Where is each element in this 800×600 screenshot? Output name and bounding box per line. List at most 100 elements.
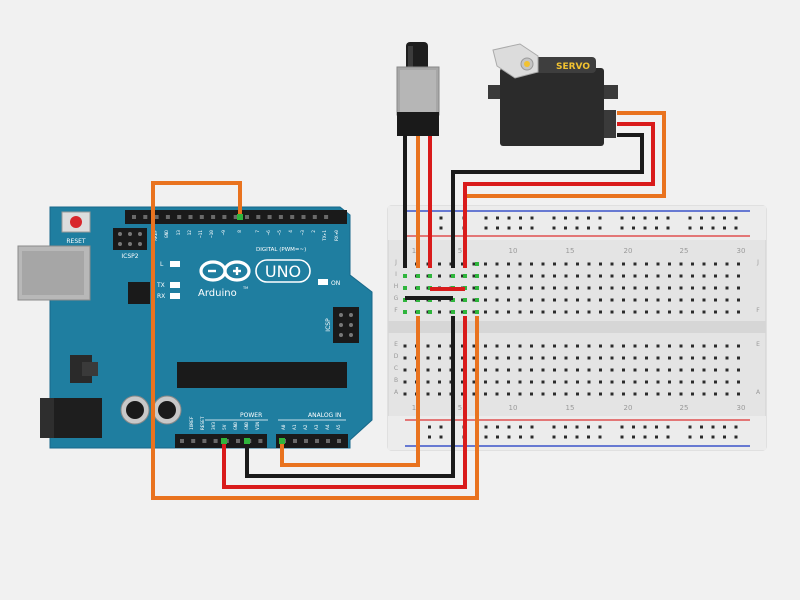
breadboard-hole (576, 344, 579, 348)
breadboard-hole (737, 298, 740, 302)
rail-hole (598, 435, 602, 439)
pin-label: 12 (187, 230, 193, 236)
header-pin (143, 215, 148, 219)
breadboard-hole (737, 262, 740, 266)
breadboard-hole (576, 368, 579, 372)
capacitor (120, 395, 150, 425)
connected-hole (463, 274, 467, 278)
breadboard-hole (495, 380, 499, 384)
rail-hole (734, 216, 738, 220)
row-letter: H (394, 283, 399, 290)
breadboard-hole (403, 356, 407, 360)
column-number: 5 (458, 404, 462, 412)
rail-hole (507, 425, 511, 429)
breadboard-hole (541, 286, 545, 290)
breadboard-hole (656, 368, 660, 372)
breadboard-hole (679, 380, 683, 384)
servo-motor: SERVO (488, 43, 618, 146)
breadboard-hole (725, 356, 729, 360)
breadboard-hole (656, 356, 660, 360)
breadboard-hole (495, 368, 499, 372)
header-pin (293, 439, 297, 443)
breadboard-hole (668, 274, 671, 278)
potentiometer-base (397, 112, 439, 136)
rail-hole (439, 435, 443, 439)
rail-hole (552, 425, 556, 429)
breadboard-hole (587, 274, 591, 278)
breadboard-hole (714, 262, 717, 266)
rail-hole (620, 226, 624, 230)
connected-hole (475, 286, 479, 290)
breadboard-hole (725, 344, 729, 348)
breadboard-hole (507, 274, 510, 278)
row-letter: F (756, 307, 760, 314)
breadboard-hole (702, 344, 706, 348)
breadboard-hole (599, 274, 602, 278)
header-pin (202, 439, 207, 443)
rail-hole (564, 216, 567, 220)
servo-black-wire (451, 133, 644, 268)
rail-hole (530, 216, 534, 220)
breadboard-hole (656, 274, 660, 278)
row-letter: B (394, 377, 398, 384)
breadboard-hole (484, 344, 487, 348)
breadboard-hole (438, 380, 441, 384)
breadboard-hole (461, 298, 464, 302)
breadboard-hole (622, 368, 625, 372)
breadboard-hole (518, 380, 522, 384)
breadboard-hole (702, 356, 706, 360)
breadboard-hole (507, 286, 510, 290)
breadboard-hole (472, 344, 476, 348)
breadboard-hole (610, 392, 614, 396)
breadboard-hole (702, 262, 706, 266)
breadboard-hole (461, 274, 464, 278)
rail-hole (507, 226, 511, 230)
breadboard-hole (495, 344, 499, 348)
pin-label: 5V (222, 424, 228, 430)
breadboard-hole (438, 368, 441, 372)
breadboard-hole (587, 368, 591, 372)
breadboard-hole (725, 368, 729, 372)
breadboard-hole (599, 262, 602, 266)
pin-label: ~9 (221, 230, 227, 236)
breadboard-hole (714, 274, 717, 278)
rail-hole (688, 226, 692, 230)
breadboard-hole (702, 286, 706, 290)
rail-hole (519, 226, 522, 230)
breadboard-hole (553, 286, 556, 290)
breadboard-hole (461, 262, 464, 266)
breadboard-hole (530, 286, 533, 290)
breadboard-hole (403, 380, 407, 384)
breadboard-hole (472, 274, 476, 278)
breadboard-hole (403, 368, 407, 372)
breadboard-hole (472, 262, 476, 266)
column-number: 20 (624, 247, 633, 255)
breadboard-hole (714, 380, 717, 384)
breadboard-hole (656, 380, 660, 384)
breadboard-hole (507, 262, 510, 266)
row-letter: G (394, 295, 399, 302)
connected-hole (428, 274, 432, 278)
breadboard-hole (702, 298, 706, 302)
analog-label: ANALOG IN (308, 412, 341, 419)
breadboard-hole (599, 392, 602, 396)
connected-hole (463, 310, 467, 314)
breadboard-hole (599, 380, 602, 384)
pin-label: RX◂0 (334, 230, 340, 241)
breadboard-hole (553, 262, 556, 266)
header-pin (326, 439, 330, 443)
breadboard-hole (633, 356, 637, 360)
column-number: 15 (566, 247, 575, 255)
breadboard-hole (553, 274, 556, 278)
connected-hole (475, 274, 479, 278)
breadboard-hole (633, 368, 637, 372)
breadboard-hole (679, 392, 683, 396)
breadboard-hole (518, 368, 522, 372)
breadboard-hole (564, 368, 568, 372)
rail-hole (723, 226, 726, 230)
pin-label: ~11 (198, 230, 204, 238)
uno-badge (255, 259, 311, 283)
breadboard-hole (484, 356, 487, 360)
breadboard-hole (725, 298, 729, 302)
breadboard-hole (610, 262, 614, 266)
